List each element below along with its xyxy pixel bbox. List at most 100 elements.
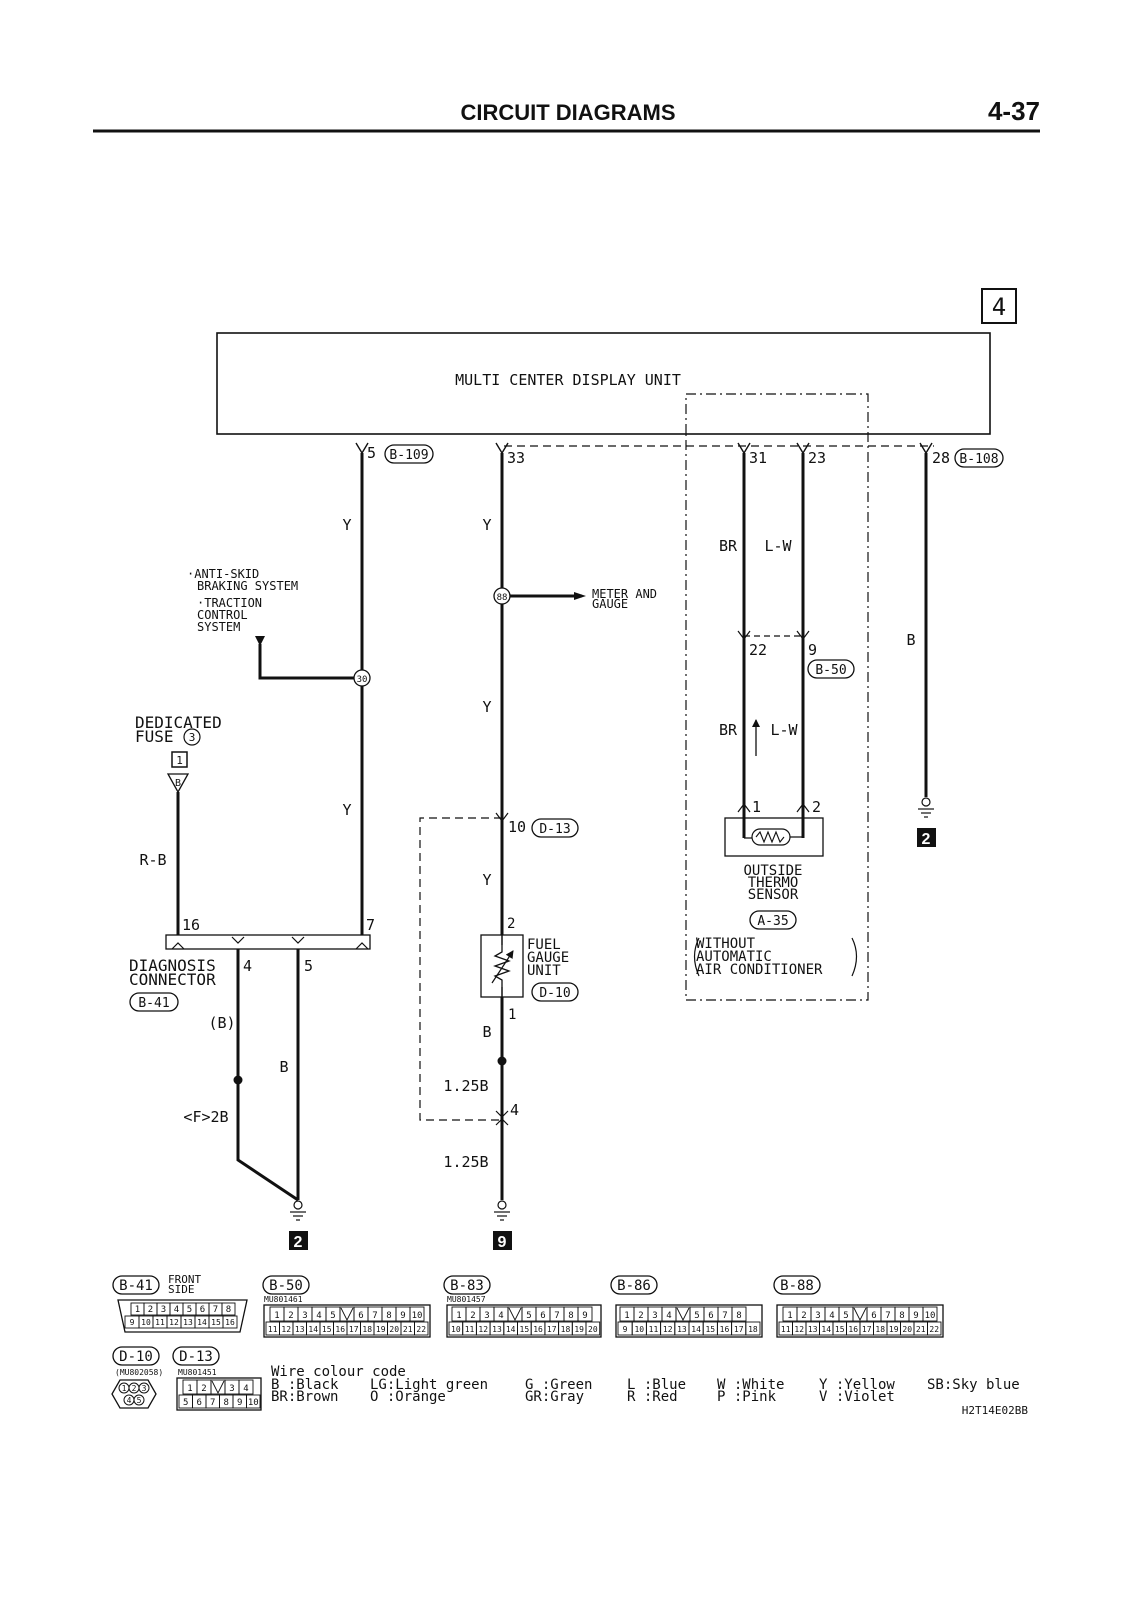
connector-tag [773,1275,821,1295]
ground-icon [921,797,931,807]
fuse-number: 3 [189,731,196,744]
colour-code-entry: L :Blue [627,1377,686,1393]
connector-pin-label: 2 [638,1311,643,1321]
terminal-23: 23 [808,449,826,467]
connector-pin-label: 5 [183,1398,188,1408]
colour-code-entry: V :Violet [819,1389,895,1405]
connector-pin-label: 11 [781,1325,791,1334]
connector-pin-label: 6 [197,1398,202,1408]
connector-pin-label: 2 [288,1311,293,1321]
connector-key-mark [853,1307,867,1322]
ground-icon [293,1200,303,1210]
unit-label: MULTI CENTER DISPLAY UNIT [455,371,681,389]
connector-pin-label: 8 [224,1398,229,1408]
terminal-22: 22 [749,641,767,659]
connector-tag [112,1275,160,1295]
connector-key-mark [508,1307,522,1322]
connector-pin-label: 4 [127,1396,132,1405]
connector-pin-label: 2 [470,1311,475,1321]
connector-pin-label: 10 [634,1325,644,1334]
connector-tag [262,1275,310,1295]
arrow-icon [574,592,586,600]
connector-pin-label: 4 [243,1384,248,1394]
connector-pin-label: 1 [135,1305,140,1315]
connector-pin-label: 8 [226,1305,231,1315]
connector-pin-label: 8 [736,1311,741,1321]
connector-face-b50 [263,1304,431,1338]
connector-pin-cell [221,1302,236,1316]
without-ac-label: AIR CONDITIONER [696,962,823,978]
connector-pin-label: 16 [533,1325,543,1334]
connector-pin-label: 9 [237,1398,242,1408]
colour-code-entry: W :White [717,1377,784,1393]
connector-pin-cell [507,1306,523,1322]
wire-color: (B) [208,1014,235,1032]
connector-pin-cell [238,1379,254,1395]
connector-pin-label: 5 [843,1311,848,1321]
terminal-7: 7 [366,916,375,934]
connector-b50: B-50 [815,663,846,678]
connector-pin-cell [414,1321,429,1336]
connector-tag [531,818,579,838]
terminal-mark [919,442,933,455]
connector-pin-label: 4 [316,1311,321,1321]
sheet-number-box [981,288,1017,324]
connector-pin-cell [675,1306,691,1322]
wire-color: BR [719,721,738,739]
connector-pin-label: 11 [155,1318,165,1327]
terminal-mark [495,1118,509,1126]
connector-pin-label: 7 [722,1311,727,1321]
connector-pin-label: 5 [137,1396,142,1405]
fuse-terminal: B [175,778,181,789]
connector-a35: A-35 [757,914,788,929]
connector-pin-label: 3 [652,1311,657,1321]
connector-pin-cell [222,1315,238,1329]
fuse-number-circle [183,728,201,746]
tcs-label: CONTROL [197,608,248,622]
connector-pin-label: 14 [691,1325,701,1334]
connector-name: B-83 [450,1278,484,1294]
connector-pin-cell [138,1382,150,1394]
connector-pin-label: 11 [268,1325,278,1334]
branch-wire [258,644,354,680]
connector-pin-label: 7 [885,1311,890,1321]
connector-pin-label: 11 [649,1325,659,1334]
connector-pin-label: 12 [663,1325,673,1334]
connector-pin-label: 14 [506,1325,516,1334]
connector-pin-cell [246,1394,261,1409]
connector-pin-label: 8 [899,1311,904,1321]
connector-face-b83 [446,1304,602,1338]
connector-pin-cell [339,1306,355,1322]
connector-pin-cell [409,1306,425,1322]
connector-pin-label: 17 [349,1325,359,1334]
sensor-label: THERMO [748,875,799,891]
connector-pin-label: 18 [561,1325,571,1334]
fuel-label: GAUGE [527,950,569,966]
connector-pin-label: 3 [229,1384,234,1394]
wire-color: R-B [139,851,166,869]
terminal-16: 16 [182,916,200,934]
connector-pin-cell [577,1306,593,1322]
connector-pin-label: 9 [623,1325,628,1334]
connector-pin-label: 7 [210,1398,215,1408]
connector-pin-label: 15 [211,1318,221,1327]
diagnosis-connector [165,934,371,950]
connector-pin-label: 15 [322,1325,332,1334]
connector-tag [172,1346,220,1366]
connector-d10: D-10 [539,986,570,1001]
meter-label: GAUGE [592,597,628,611]
connector-pin-label: 3 [815,1311,820,1321]
connector-face-b88 [776,1304,944,1338]
colour-code-entry: B :Black [271,1377,339,1393]
colour-code-entry: BR:Brown [271,1389,338,1405]
wire-color: BR [719,537,738,555]
connector-pin-label: 9 [913,1311,918,1321]
terminal-mark [495,812,509,822]
page-title: CIRCUIT DIAGRAMS [460,100,675,125]
ground-point-2 [917,828,936,847]
connector-tag [807,659,855,679]
connector-pin-label: 15 [705,1325,715,1334]
